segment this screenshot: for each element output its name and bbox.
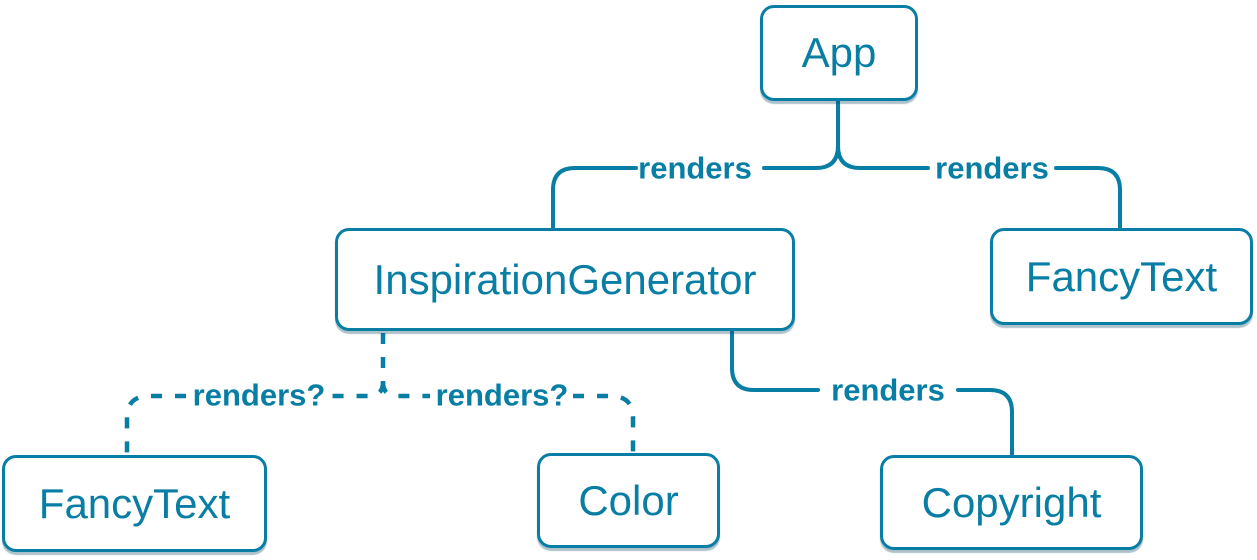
edge-label-inspiration-color: renders? <box>435 377 569 413</box>
node-fancy-text-top-label: FancyText <box>1025 252 1218 300</box>
edge-inspiration-copyright-right-of-label <box>956 388 1014 457</box>
node-fancy-text-bottom-label: FancyText <box>38 479 231 527</box>
node-copyright-label: Copyright <box>921 478 1102 526</box>
node-app-label: App <box>801 29 877 76</box>
edge-inspiration-fancytext-left-of-label <box>124 393 186 455</box>
edge-inspiration-color-left-of-label <box>380 381 430 399</box>
edge-label-app-fancytext: renders <box>935 150 1049 186</box>
node-inspiration-generator-label: InspirationGenerator <box>373 255 757 303</box>
node-app: App <box>760 5 918 101</box>
node-color-label: Color <box>578 476 679 524</box>
node-color: Color <box>537 453 720 548</box>
edge-inspiration-color-right-of-label <box>573 393 636 453</box>
node-fancy-text-bottom: FancyText <box>2 455 267 552</box>
node-fancy-text-top: FancyText <box>990 228 1253 325</box>
edge-label-inspiration-copyright: renders <box>831 372 945 408</box>
edge-app-inspiration-right-of-label <box>762 99 840 170</box>
edge-app-fancytext-right-of-label <box>1054 166 1122 230</box>
edge-label-inspiration-fancytext: renders? <box>192 377 326 413</box>
edge-inspiration-copyright-left-of-label <box>730 329 820 392</box>
edge-inspiration-fancytext-right-of-label <box>330 381 386 399</box>
edge-label-app-inspiration: renders <box>638 150 752 186</box>
edge-app-fancytext-left-of-label <box>836 99 930 170</box>
node-copyright: Copyright <box>880 455 1143 550</box>
edge-app-inspiration-left-of-label <box>551 166 638 230</box>
node-inspiration-generator: InspirationGenerator <box>335 228 795 331</box>
